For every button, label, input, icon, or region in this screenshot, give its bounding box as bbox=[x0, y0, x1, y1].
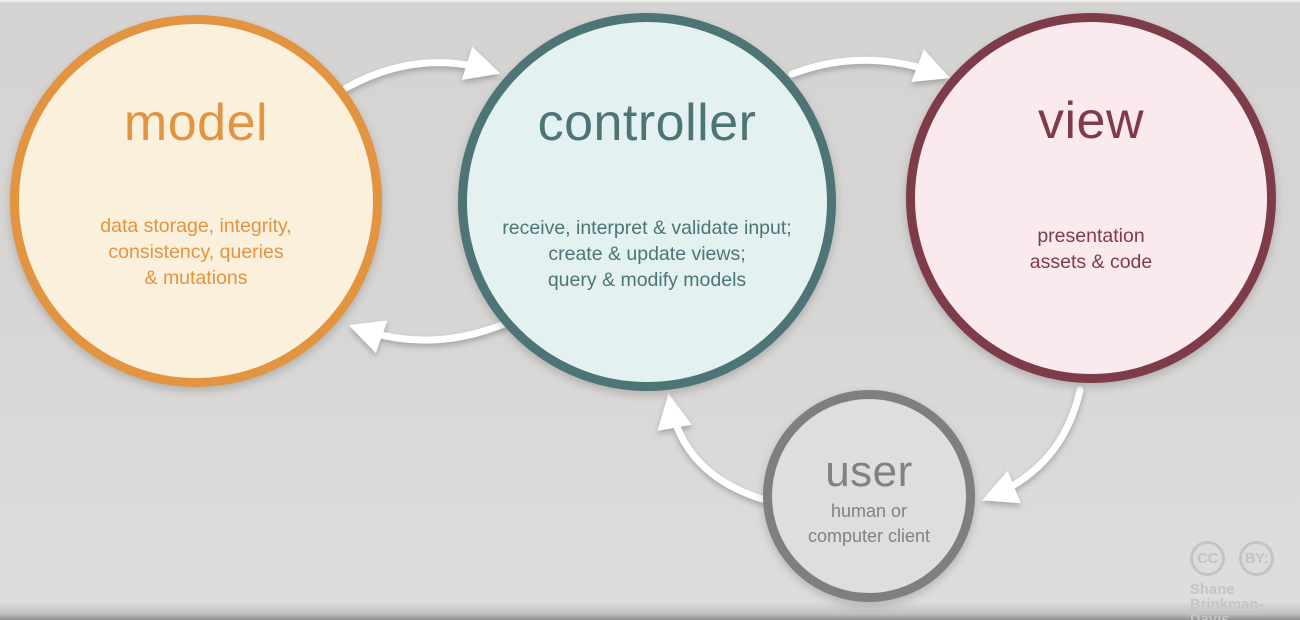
user-desc-line: computer client bbox=[807, 526, 931, 547]
controller-title: controller bbox=[537, 93, 757, 152]
user-desc-line: human or bbox=[830, 501, 908, 522]
user-description: human or computer client bbox=[808, 499, 930, 549]
arrow-controller-to-model bbox=[348, 320, 508, 354]
user-title: user bbox=[825, 446, 913, 496]
arrow-model-to-controller bbox=[342, 46, 501, 92]
arrow-view-to-user bbox=[981, 386, 1084, 504]
license-icons: CC BY: bbox=[1190, 541, 1300, 576]
view-desc-line: presentation bbox=[1037, 225, 1145, 248]
controller-desc-line: query & modify models bbox=[547, 269, 747, 292]
author-line-1: Shane bbox=[1190, 582, 1235, 598]
author-credit: Shane Brinkman-Davis bbox=[1190, 583, 1300, 620]
cc-icon: CC bbox=[1190, 541, 1225, 576]
controller-desc-line: receive, interpret & validate input; bbox=[502, 217, 792, 240]
attribution: CC BY: Shane Brinkman-Davis bbox=[1190, 541, 1300, 620]
model-desc-line: consistency, queries bbox=[108, 241, 284, 264]
controller-node: controller receive, interpret & validate… bbox=[458, 13, 836, 391]
cc-by-icon: BY: bbox=[1239, 541, 1274, 576]
user-node: user human or computer client bbox=[763, 390, 975, 602]
view-node: view presentation assets & code bbox=[906, 13, 1276, 383]
model-desc-line: data storage, integrity, bbox=[100, 215, 292, 238]
author-line-2: Brinkman-Davis bbox=[1190, 597, 1264, 620]
controller-desc-line: create & update views; bbox=[548, 243, 746, 266]
controller-description: receive, interpret & validate input; cre… bbox=[502, 215, 791, 293]
model-node: model data storage, integrity, consisten… bbox=[10, 15, 382, 387]
arrow-controller-to-view bbox=[788, 49, 951, 83]
model-description: data storage, integrity, consistency, qu… bbox=[100, 213, 292, 291]
view-title: view bbox=[1037, 91, 1145, 150]
arrow-user-to-controller bbox=[657, 393, 766, 503]
view-description: presentation assets & code bbox=[1030, 223, 1152, 275]
view-desc-line: assets & code bbox=[1029, 251, 1153, 274]
model-title: model bbox=[123, 94, 269, 153]
model-desc-line: & mutations bbox=[144, 267, 248, 290]
